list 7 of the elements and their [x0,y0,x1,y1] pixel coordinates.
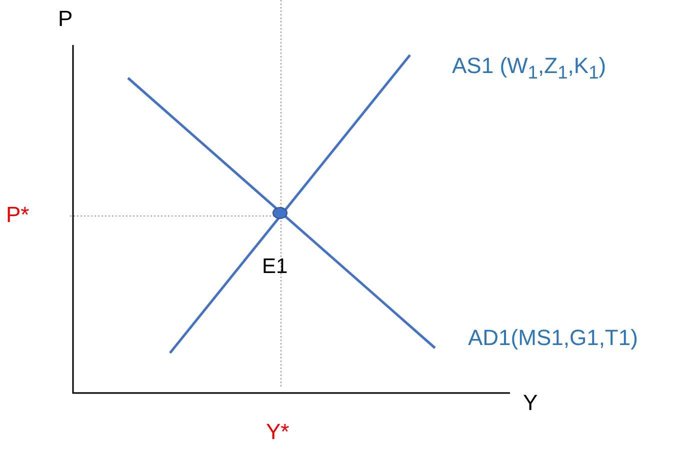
axis-label: Y [523,392,538,414]
curve-label: AD1(MS1,G1,T1) [468,327,638,349]
price-label: P* [6,204,30,226]
quantity-label: Y* [266,421,290,443]
curve-label: AS1 (W$_{1}$,Z$_{1}$,K$_{1}$) [452,55,606,82]
axis-label: P [58,8,73,30]
point-label: E1 [262,256,288,277]
